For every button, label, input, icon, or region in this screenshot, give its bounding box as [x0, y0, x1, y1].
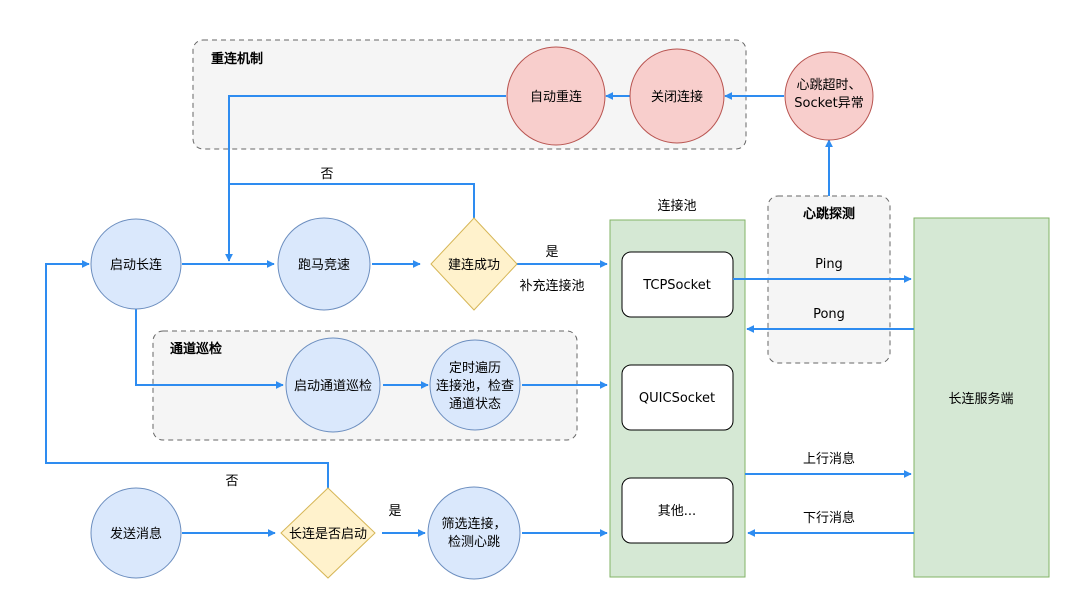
- quic-socket-box: QUICSocket: [621, 364, 734, 431]
- node-heartbeat-timeout: 心跳超时、 Socket异常: [784, 51, 874, 141]
- label-yes-bottom: 是: [388, 504, 401, 519]
- node-close-connection-label: 关闭连接: [651, 89, 703, 105]
- node-start-patrol: 启动通道巡检: [285, 337, 381, 433]
- node-close-connection: 关闭连接: [629, 48, 725, 144]
- group-reconnect-title: 重连机制: [211, 51, 263, 67]
- node-long-started-label: 长连是否启动: [289, 526, 367, 542]
- quic-socket-label: QUICSocket: [639, 391, 715, 406]
- group-heartbeat-title: 心跳探测: [803, 206, 855, 222]
- server-box: 长连服务端: [913, 217, 1050, 578]
- node-race: 跑马竞速: [277, 217, 371, 311]
- node-build-success-label: 建连成功: [448, 257, 500, 273]
- label-downstream: 下行消息: [803, 510, 855, 526]
- connection-pool-title: 连接池: [657, 198, 696, 214]
- label-no-bottom: 否: [225, 474, 238, 489]
- node-start-long-label: 启动长连: [110, 257, 162, 273]
- other-socket-box: 其他...: [621, 477, 734, 544]
- node-patrol-task-line3: 通道状态: [449, 397, 501, 412]
- server-label: 长连服务端: [948, 391, 1013, 407]
- edge-check-fail-to-start: [45, 260, 329, 488]
- node-send-message: 发送消息: [90, 487, 182, 579]
- label-ping: Ping: [815, 257, 843, 272]
- node-patrol-task-line1: 定时遍历: [449, 360, 501, 376]
- tcp-socket-label: TCPSocket: [642, 278, 711, 293]
- node-filter-connection-line1: 筛选连接，: [441, 516, 506, 532]
- label-upstream: 上行消息: [803, 451, 855, 467]
- edge-labels: 否 是 补充连接池 否 是 Ping Pong 上行消息 下行消息: [225, 167, 855, 526]
- edge-reconnect-to-race: [225, 95, 506, 262]
- edge-build-fail-loop: [229, 183, 475, 218]
- node-heartbeat-timeout-line2: Socket异常: [794, 96, 864, 111]
- node-filter-connection: 筛选连接， 检测心跳: [427, 486, 521, 580]
- node-filter-connection-line2: 检测心跳: [448, 535, 500, 550]
- tcp-socket-box: TCPSocket: [621, 251, 734, 318]
- group-patrol-title: 通道巡检: [170, 341, 222, 357]
- node-send-message-label: 发送消息: [110, 526, 162, 542]
- edges: [45, 92, 914, 537]
- node-long-started-decision: 长连是否启动: [280, 487, 376, 579]
- node-heartbeat-timeout-line1: 心跳超时、: [796, 78, 861, 93]
- label-refill-pool: 补充连接池: [519, 278, 584, 294]
- node-auto-reconnect: 自动重连: [506, 46, 606, 146]
- node-race-label: 跑马竞速: [298, 257, 350, 273]
- node-start-patrol-label: 启动通道巡检: [294, 379, 372, 394]
- node-start-long: 启动长连: [90, 218, 182, 310]
- other-socket-label: 其他...: [658, 504, 696, 519]
- node-auto-reconnect-label: 自动重连: [530, 89, 582, 105]
- label-yes-top: 是: [545, 245, 558, 260]
- group-reconnect: 重连机制: [192, 39, 747, 150]
- node-patrol-task: 定时遍历 连接池，检查 通道状态: [429, 339, 521, 431]
- edge-start-to-patrol: [135, 308, 284, 389]
- node-build-success-decision: 建连成功: [430, 217, 518, 311]
- label-no-top: 否: [320, 167, 333, 182]
- node-patrol-task-line2: 连接池，检查: [436, 378, 514, 394]
- label-pong: Pong: [813, 307, 845, 322]
